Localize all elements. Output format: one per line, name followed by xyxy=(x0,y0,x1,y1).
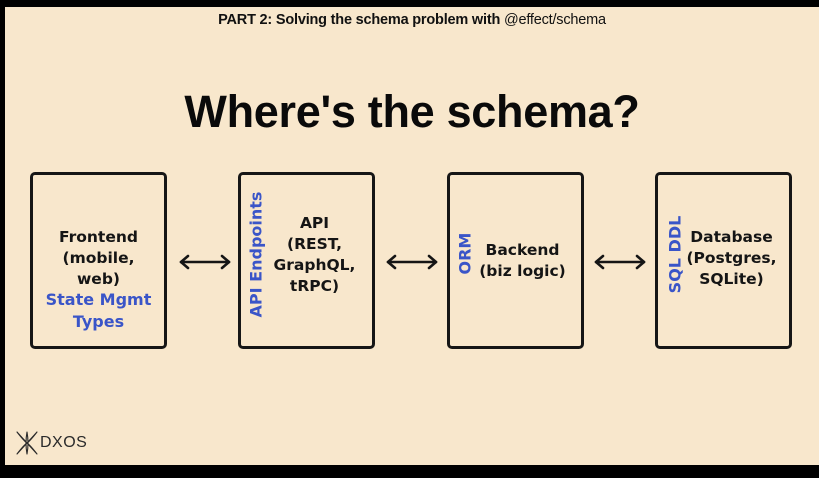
orm-annotation: ORM xyxy=(455,232,475,275)
bidirectional-arrow-icon xyxy=(594,254,646,270)
api-endpoints-annotation: API Endpoints xyxy=(246,191,266,318)
frontend-box: Frontend (mobile, web) State Mgmt Types xyxy=(30,172,167,349)
database-box: Database (Postgres, SQLite) SQL DDL xyxy=(655,172,792,349)
backend-label: Backend (biz logic) xyxy=(479,241,566,280)
dxos-logo: DXOS xyxy=(16,431,87,455)
bidirectional-arrow-icon xyxy=(386,254,438,270)
frontend-label: Frontend (mobile, web) xyxy=(59,228,138,288)
bidirectional-arrow-icon xyxy=(179,254,231,270)
header-bold-text: PART 2: Solving the schema problem with xyxy=(218,12,501,28)
database-label: Database (Postgres, SQLite) xyxy=(686,228,777,288)
dxos-star-icon xyxy=(16,431,38,455)
header-package-name: @effect/schema xyxy=(503,12,606,28)
state-mgmt-types-annotation: State Mgmt Types xyxy=(45,290,152,331)
api-label: API (REST, GraphQL, tRPC) xyxy=(273,214,356,295)
api-box: API (REST, GraphQL, tRPC) API Endpoints xyxy=(238,172,375,349)
dxos-logo-text: DXOS xyxy=(40,434,88,451)
slide-header: PART 2: Solving the schema problem with … xyxy=(5,12,819,28)
sql-ddl-annotation: SQL DDL xyxy=(665,215,685,294)
slide: PART 2: Solving the schema problem with … xyxy=(5,7,819,465)
slide-title: Where's the schema? xyxy=(184,86,640,137)
backend-box: Backend (biz logic) ORM xyxy=(447,172,584,349)
